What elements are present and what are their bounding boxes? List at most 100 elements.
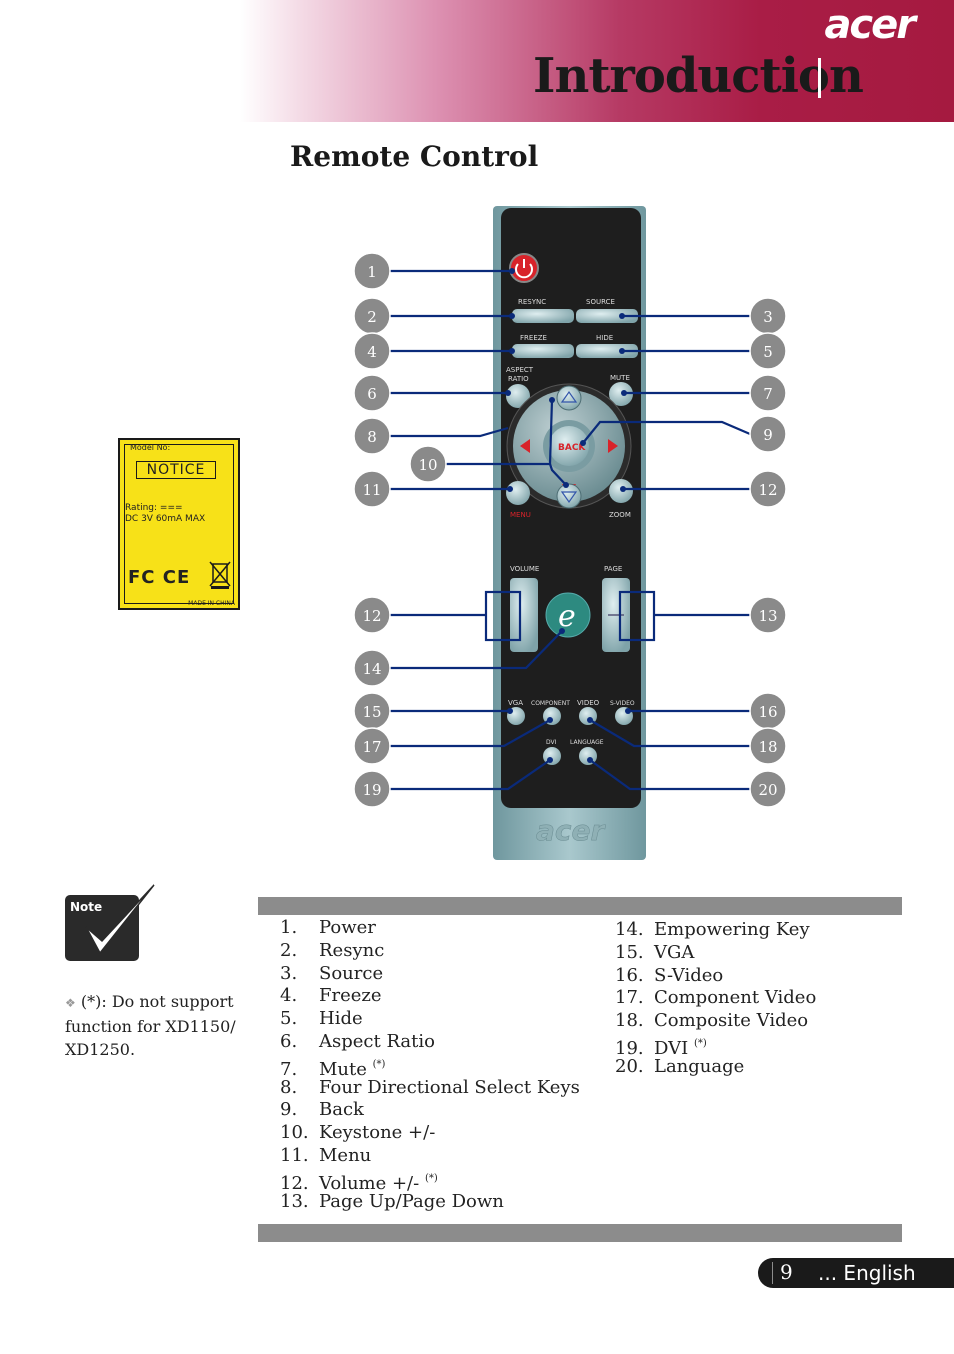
aspect-ratio-label-2: RATIO bbox=[508, 375, 529, 383]
aspect-ratio-label: ASPECT bbox=[506, 366, 534, 374]
notice-rating-line: DC 3V 60mA MAX bbox=[125, 514, 206, 524]
notice-model-text: Model No: bbox=[130, 443, 171, 452]
list-item: 8.Four Directional Select Keys bbox=[280, 1076, 580, 1098]
note-body: (*): Do not support function for XD1150/… bbox=[65, 992, 236, 1059]
source-button[interactable] bbox=[576, 309, 638, 323]
menu-label: MENU bbox=[510, 511, 531, 519]
callout-17: 17 bbox=[353, 727, 391, 765]
callout-13: 13 bbox=[749, 596, 787, 634]
callout-4: 4 bbox=[353, 332, 391, 370]
list-item: 11.Menu bbox=[280, 1144, 372, 1166]
footer-divider bbox=[772, 1262, 773, 1284]
back-button[interactable] bbox=[549, 426, 589, 466]
callout-2: 2 bbox=[353, 297, 391, 335]
source-label: SOURCE bbox=[586, 298, 615, 306]
notice-label-image: Model No: NOTICE Rating: === DC 3V 60mA … bbox=[118, 438, 240, 610]
svg-text:12: 12 bbox=[362, 607, 381, 625]
dvi-label: DVI bbox=[546, 739, 557, 746]
notice-label-border bbox=[124, 444, 234, 604]
svg-text:1: 1 bbox=[367, 263, 377, 281]
video-label: VIDEO bbox=[577, 699, 600, 707]
hide-button[interactable] bbox=[576, 344, 638, 358]
list-item: 4.Freeze bbox=[280, 985, 382, 1007]
list-item: 9.Back bbox=[280, 1099, 364, 1121]
footer-language: ... English bbox=[818, 1261, 916, 1285]
callout-12: 12 bbox=[749, 470, 787, 508]
callout-12-volume: 12 bbox=[353, 596, 391, 634]
svg-text:12: 12 bbox=[758, 481, 777, 499]
resync-label: RESYNC bbox=[518, 298, 546, 306]
four-directional-keys[interactable]: BACK bbox=[506, 383, 632, 509]
svg-text:9: 9 bbox=[763, 426, 773, 444]
diamond-bullet-icon: ❖ bbox=[65, 996, 76, 1010]
svg-text:10: 10 bbox=[418, 456, 437, 474]
leader-lines bbox=[390, 269, 751, 791]
mute-button[interactable] bbox=[609, 382, 633, 406]
list-item: 13.Page Up/Page Down bbox=[280, 1190, 504, 1212]
callout-16: 16 bbox=[749, 692, 787, 730]
button-list-right: 14.Empowering Key 15.VGA 16.S-Video 17.C… bbox=[615, 919, 816, 1079]
callout-11: 11 bbox=[353, 470, 391, 508]
notice-heading: NOTICE bbox=[136, 461, 216, 479]
svg-text:3: 3 bbox=[763, 308, 773, 326]
callout-14: 14 bbox=[353, 649, 391, 687]
list-item: 7.Mute (*) bbox=[280, 1058, 386, 1080]
left-arrow-icon bbox=[520, 439, 530, 453]
page-number: 9 bbox=[780, 1260, 793, 1284]
list-item: 10.Keystone +/- bbox=[280, 1122, 436, 1144]
volume-rocker[interactable] bbox=[510, 578, 538, 652]
back-label: BACK bbox=[558, 443, 586, 453]
resync-button[interactable] bbox=[512, 309, 574, 323]
language-label: LANGUAGE bbox=[570, 739, 604, 746]
remote-acer-logo: acer bbox=[536, 814, 606, 847]
callout-10: 10 bbox=[409, 445, 447, 483]
made-in-text: MADE IN CHINA bbox=[188, 600, 235, 607]
list-item: 20.Language bbox=[615, 1055, 745, 1077]
list-top-bar bbox=[258, 897, 902, 915]
certification-marks: FC CE bbox=[128, 567, 191, 588]
freeze-label: FREEZE bbox=[520, 334, 547, 342]
callout-19: 19 bbox=[353, 770, 391, 808]
power-button[interactable] bbox=[509, 253, 539, 283]
remote-body bbox=[493, 206, 646, 860]
callout-8: 8 bbox=[353, 417, 391, 455]
list-item: 6.Aspect Ratio bbox=[280, 1030, 435, 1052]
footer-tab bbox=[758, 1258, 954, 1288]
menu-button[interactable] bbox=[506, 481, 530, 505]
callout-3: 3 bbox=[749, 297, 787, 335]
note-icon-label: Note bbox=[70, 900, 102, 914]
s-video-label: S-VIDEO bbox=[610, 700, 635, 707]
zoom-label: ZOOM bbox=[609, 511, 631, 519]
list-item: 19.DVI (*) bbox=[615, 1037, 707, 1059]
callout-1: 1 bbox=[353, 252, 391, 290]
keystone-up-button[interactable] bbox=[556, 385, 582, 411]
list-item: 17.Component Video bbox=[615, 987, 817, 1009]
empowering-key[interactable]: e bbox=[545, 592, 591, 638]
list-item: 1.Power bbox=[280, 917, 376, 938]
empowering-key-label: e bbox=[558, 599, 576, 634]
list-item: 2.Resync bbox=[280, 939, 385, 961]
callout-15: 15 bbox=[353, 692, 391, 730]
keystone-down-button[interactable] bbox=[556, 483, 582, 509]
right-arrow-icon bbox=[608, 439, 618, 453]
list-item: 18.Composite Video bbox=[615, 1010, 809, 1032]
svg-text:20: 20 bbox=[758, 781, 777, 799]
section-title: Remote Control bbox=[290, 140, 539, 173]
weee-bin-icon bbox=[209, 561, 231, 589]
svg-text:4: 4 bbox=[367, 343, 377, 361]
mute-label: MUTE bbox=[610, 374, 630, 382]
freeze-button[interactable] bbox=[512, 344, 574, 358]
callout-20: 20 bbox=[749, 770, 787, 808]
svg-text:19: 19 bbox=[362, 781, 381, 799]
svg-text:15: 15 bbox=[362, 703, 381, 721]
callout-6: 6 bbox=[353, 374, 391, 412]
brand-logo: acer bbox=[824, 2, 916, 48]
callout-5: 5 bbox=[749, 332, 787, 370]
footnote-mark: (*) bbox=[372, 1058, 386, 1070]
svg-text:8: 8 bbox=[367, 428, 377, 446]
component-label: COMPONENT bbox=[531, 700, 570, 707]
callout-7: 7 bbox=[749, 374, 787, 412]
title-divider bbox=[818, 58, 821, 98]
svg-text:13: 13 bbox=[758, 607, 777, 625]
aspect-ratio-button[interactable] bbox=[506, 384, 530, 408]
